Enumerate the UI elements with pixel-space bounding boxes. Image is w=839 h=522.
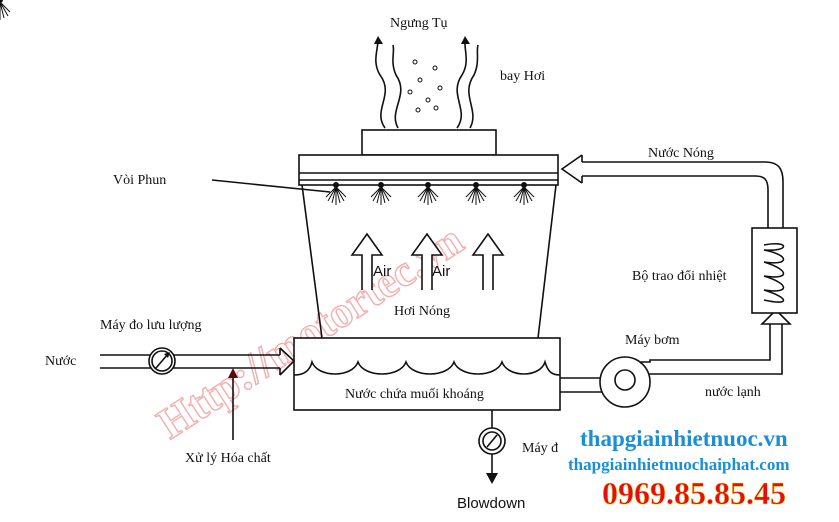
heat-exchanger-icon	[751, 227, 798, 314]
label-flow-meter: Máy đo lưu lượng	[100, 318, 202, 333]
label-evaporation: bay Hơi	[500, 69, 545, 84]
steam-lines	[374, 36, 479, 129]
label-basin: Nước chứa muối khoáng	[345, 387, 484, 402]
label-cold-water: nước lạnh	[705, 385, 761, 400]
label-air-2: Air	[432, 263, 450, 280]
cooling-tower	[293, 129, 561, 411]
pump-icon	[599, 356, 651, 408]
label-pump: Máy bơm	[625, 333, 680, 348]
label-meter-partial: Máy đ	[522, 441, 558, 456]
blowdown-line	[478, 410, 506, 484]
site-url-2: thapgiainhietnuochaiphat.com	[568, 455, 790, 474]
label-chemical-treatment: Xử lý Hóa chất	[185, 451, 271, 466]
spray-nozzles-icon	[0, 0, 535, 206]
phone-number: 0969.85.85.45	[602, 475, 786, 511]
label-spray-nozzle: Vòi Phun	[113, 173, 166, 188]
air-arrows-icon	[350, 232, 505, 290]
label-blowdown: Blowdown	[457, 495, 525, 512]
label-hot-vapor: Hơi Nóng	[394, 304, 450, 319]
label-condensation: Ngưng Tụ	[390, 16, 448, 31]
label-water-in: Nước	[45, 354, 76, 369]
inlet-pipe	[100, 347, 296, 440]
site-url-1: thapgiainhietnuoc.vn	[580, 426, 788, 451]
label-air-1: Air	[373, 263, 391, 280]
nozzle-pointer	[211, 179, 331, 193]
water-droplets-icon	[407, 59, 443, 113]
label-heat-exchanger: Bộ trao đổi nhiệt	[632, 269, 727, 284]
label-hot-water: Nước Nóng	[648, 146, 714, 161]
pump-loop	[560, 154, 798, 408]
